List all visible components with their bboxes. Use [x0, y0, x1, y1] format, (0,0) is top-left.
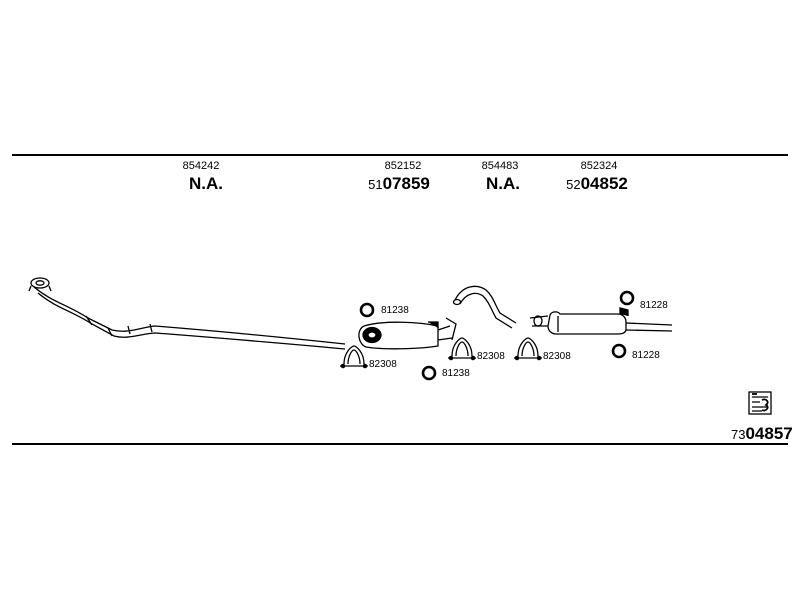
kit-number-middle-silencer: 5107859 — [368, 174, 430, 193]
kit-number-rear-silencer: 5204852 — [566, 174, 628, 193]
ring-81228-lower — [611, 343, 627, 359]
intermediate-pipe — [452, 285, 517, 329]
part-number-rear-silencer: 852324 — [580, 160, 618, 172]
part-number-front-pipe: 854242 — [182, 160, 220, 172]
clamp-82308-middle — [448, 337, 476, 361]
label-ring-lower-middle: 81238 — [442, 368, 470, 379]
middle-silencer — [358, 317, 457, 350]
kit-number-intermediate-pipe: N.A. — [486, 174, 520, 193]
label-clamp-middle: 82308 — [477, 351, 505, 362]
clamp-82308-right — [514, 337, 542, 361]
ring-81228-upper — [619, 290, 635, 306]
label-ring-upper-left: 81238 — [381, 305, 409, 316]
top-divider — [12, 154, 788, 156]
document-icon — [748, 391, 772, 415]
label-clamp-left: 82308 — [369, 359, 397, 370]
bottom-divider — [12, 443, 788, 445]
ring-81238-lower — [421, 365, 437, 381]
front-pipe — [28, 277, 346, 350]
kit-number-front-pipe: N.A. — [189, 174, 223, 193]
complete-set-number: 7304857 — [731, 424, 793, 443]
label-ring-lower-right: 81228 — [632, 350, 660, 361]
rear-silencer — [529, 307, 673, 335]
clamp-82308-left — [340, 345, 368, 369]
label-ring-upper-right: 81228 — [640, 300, 668, 311]
ring-81238-upper — [359, 302, 375, 318]
label-clamp-right: 82308 — [543, 351, 571, 362]
part-number-intermediate-pipe: 854483 — [481, 160, 519, 172]
part-number-middle-silencer: 852152 — [384, 160, 422, 172]
